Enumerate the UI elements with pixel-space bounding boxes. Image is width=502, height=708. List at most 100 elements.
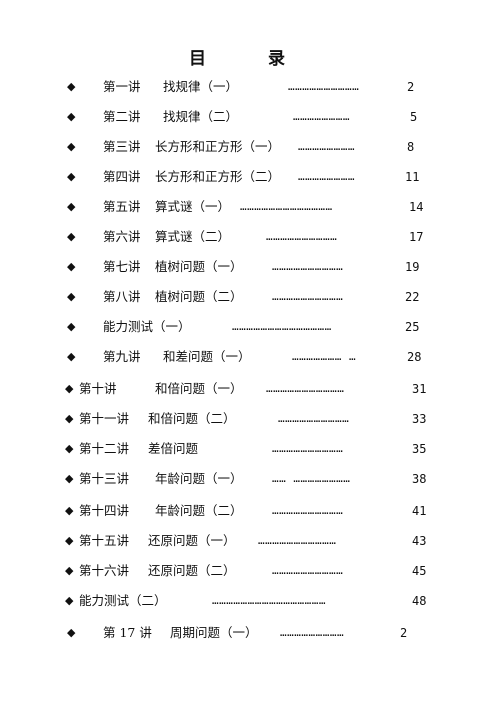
topic-label: 和倍问题（二） [148,411,236,426]
dot-leader: ………………………… [272,504,344,517]
topic-label: 长方形和正方形（二） [155,169,281,184]
dot-leader: ………………… … [292,350,357,363]
toc-entry[interactable]: ◆ 第十五讲 还原问题（一） …………………………… 43 [0,531,502,551]
topic-label: 找规律（一） [163,79,239,94]
diamond-bullet-icon: ◆ [67,626,76,639]
lesson-label: 第十一讲 [79,411,130,426]
toc-entry[interactable]: ◆ 第十三讲 年龄问题（一） …… …………………… 38 [0,469,502,489]
toc-entry[interactable]: ◆ 第五讲 算式谜（一） ………………………………… 14 [0,197,502,217]
diamond-bullet-icon: ◆ [67,260,76,273]
lesson-label: 第二讲 [103,109,141,124]
lesson-label: 第三讲 [103,139,141,154]
topic-label: 长方形和正方形（一） [155,139,281,154]
lesson-label: 第九讲 [103,349,141,364]
page-number: 48 [412,594,427,608]
page-number: 45 [412,564,427,578]
diamond-bullet-icon: ◆ [67,110,76,123]
lesson-label: 第七讲 [103,259,141,274]
lesson-label: 第八讲 [103,289,141,304]
diamond-bullet-icon: ◆ [67,140,76,153]
page-number: 31 [412,382,427,396]
dot-leader: …………………… [298,140,355,153]
dot-leader: …………………………… [266,382,345,395]
toc-entry[interactable]: ◆ 第四讲 长方形和正方形（二） …………………… 11 [0,167,502,187]
toc-entry[interactable]: ◆ 第一讲 找规律（一） ………………………… 2 [0,77,502,97]
toc-entry[interactable]: ◆ 第三讲 长方形和正方形（一） …………………… 8 [0,137,502,157]
diamond-bullet-icon: ◆ [65,564,74,577]
page-number: 38 [412,472,427,486]
lesson-label: 第十六讲 [79,563,130,578]
toc-entry[interactable]: ◆ 第十二讲 差倍问题 ………………………… 35 [0,439,502,459]
toc-entry[interactable]: ◆ 第十四讲 年龄问题（二） ………………………… 41 [0,501,502,521]
toc-entry[interactable]: ◆ 第 17 讲 周期问题（一） ……………………… 2 [0,623,502,643]
page-number: 8 [407,140,415,154]
topic-label: 还原问题（二） [148,563,236,578]
diamond-bullet-icon: ◆ [67,350,76,363]
diamond-bullet-icon: ◆ [65,472,74,485]
diamond-bullet-icon: ◆ [65,382,74,395]
toc-entry[interactable]: ◆ 第八讲 植树问题（二） ………………………… 22 [0,287,502,307]
lesson-label: 第一讲 [103,79,141,94]
diamond-bullet-icon: ◆ [65,412,74,425]
page-number: 33 [412,412,427,426]
toc-entry[interactable]: ◆ 第十一讲 和倍问题（二） ………………………… 33 [0,409,502,429]
dot-leader: …………………… [298,170,355,183]
dot-leader: ………………………… [288,80,360,93]
page-number: 5 [410,110,418,124]
page-number: 19 [405,260,420,274]
topic-label: 算式谜（二） [155,229,231,244]
topic-label: 算式谜（一） [155,199,231,214]
lesson-label: 第五讲 [103,199,141,214]
diamond-bullet-icon: ◆ [67,290,76,303]
lesson-label: 第六讲 [103,229,141,244]
toc-entry[interactable]: ◆ 第七讲 植树问题（一） ………………………… 19 [0,257,502,277]
page-number: 35 [412,442,427,456]
dot-leader: ………………………… [272,442,344,455]
page-number: 28 [407,350,422,364]
diamond-bullet-icon: ◆ [67,170,76,183]
dot-leader: ………………………… [272,290,344,303]
toc-entry[interactable]: ◆ 第十六讲 还原问题（二） ………………………… 45 [0,561,502,581]
topic-label: 差倍问题 [148,441,199,456]
topic-label: 年龄问题（一） [155,471,243,486]
topic-label: 找规律（二） [163,109,239,124]
topic-label: 植树问题（二） [155,289,243,304]
toc-entry[interactable]: ◆ 能力测试（二） ………………………………………… 48 [0,591,502,611]
lesson-label: 能力测试（一） [103,319,191,334]
topic-label: 周期问题（一） [170,625,258,640]
lesson-label: 第十讲 [79,381,117,396]
lesson-label: 第 17 讲 [103,625,152,640]
toc-entry[interactable]: ◆ 第二讲 找规律（二） …………………… 5 [0,107,502,127]
toc-entry[interactable]: ◆ 能力测试（一） …………………………………… 25 [0,317,502,337]
topic-label: 和差问题（一） [163,349,251,364]
diamond-bullet-icon: ◆ [67,320,76,333]
topic-label: 和倍问题（一） [155,381,243,396]
lesson-label: 第十四讲 [79,503,130,518]
dot-leader: …………………………… [258,534,337,547]
topic-label: 植树问题（一） [155,259,243,274]
topic-label: 还原问题（一） [148,533,236,548]
dot-leader: ………………………… [278,412,350,425]
dot-leader: ………………………… [266,230,338,243]
diamond-bullet-icon: ◆ [65,594,74,607]
page-number: 17 [409,230,424,244]
dot-leader: ……………………… [280,626,345,639]
page-number: 22 [405,290,420,304]
lesson-label: 能力测试（二） [79,593,167,608]
diamond-bullet-icon: ◆ [65,442,74,455]
lesson-label: 第十三讲 [79,471,130,486]
lesson-label: 第十五讲 [79,533,130,548]
diamond-bullet-icon: ◆ [67,230,76,243]
page-title: 目 录 [189,49,313,69]
page-number: 2 [400,626,408,640]
lesson-label: 第四讲 [103,169,141,184]
page-number: 43 [412,534,427,548]
dot-leader: ………………………………………… [212,594,326,607]
toc-entry[interactable]: ◆ 第六讲 算式谜（二） ………………………… 17 [0,227,502,247]
dot-leader: ………………………………… [240,200,333,213]
toc-entry[interactable]: ◆ 第九讲 和差问题（一） ………………… … 28 [0,347,502,367]
diamond-bullet-icon: ◆ [65,504,74,517]
toc-entry[interactable]: ◆ 第十讲 和倍问题（一） …………………………… 31 [0,379,502,399]
diamond-bullet-icon: ◆ [67,80,76,93]
